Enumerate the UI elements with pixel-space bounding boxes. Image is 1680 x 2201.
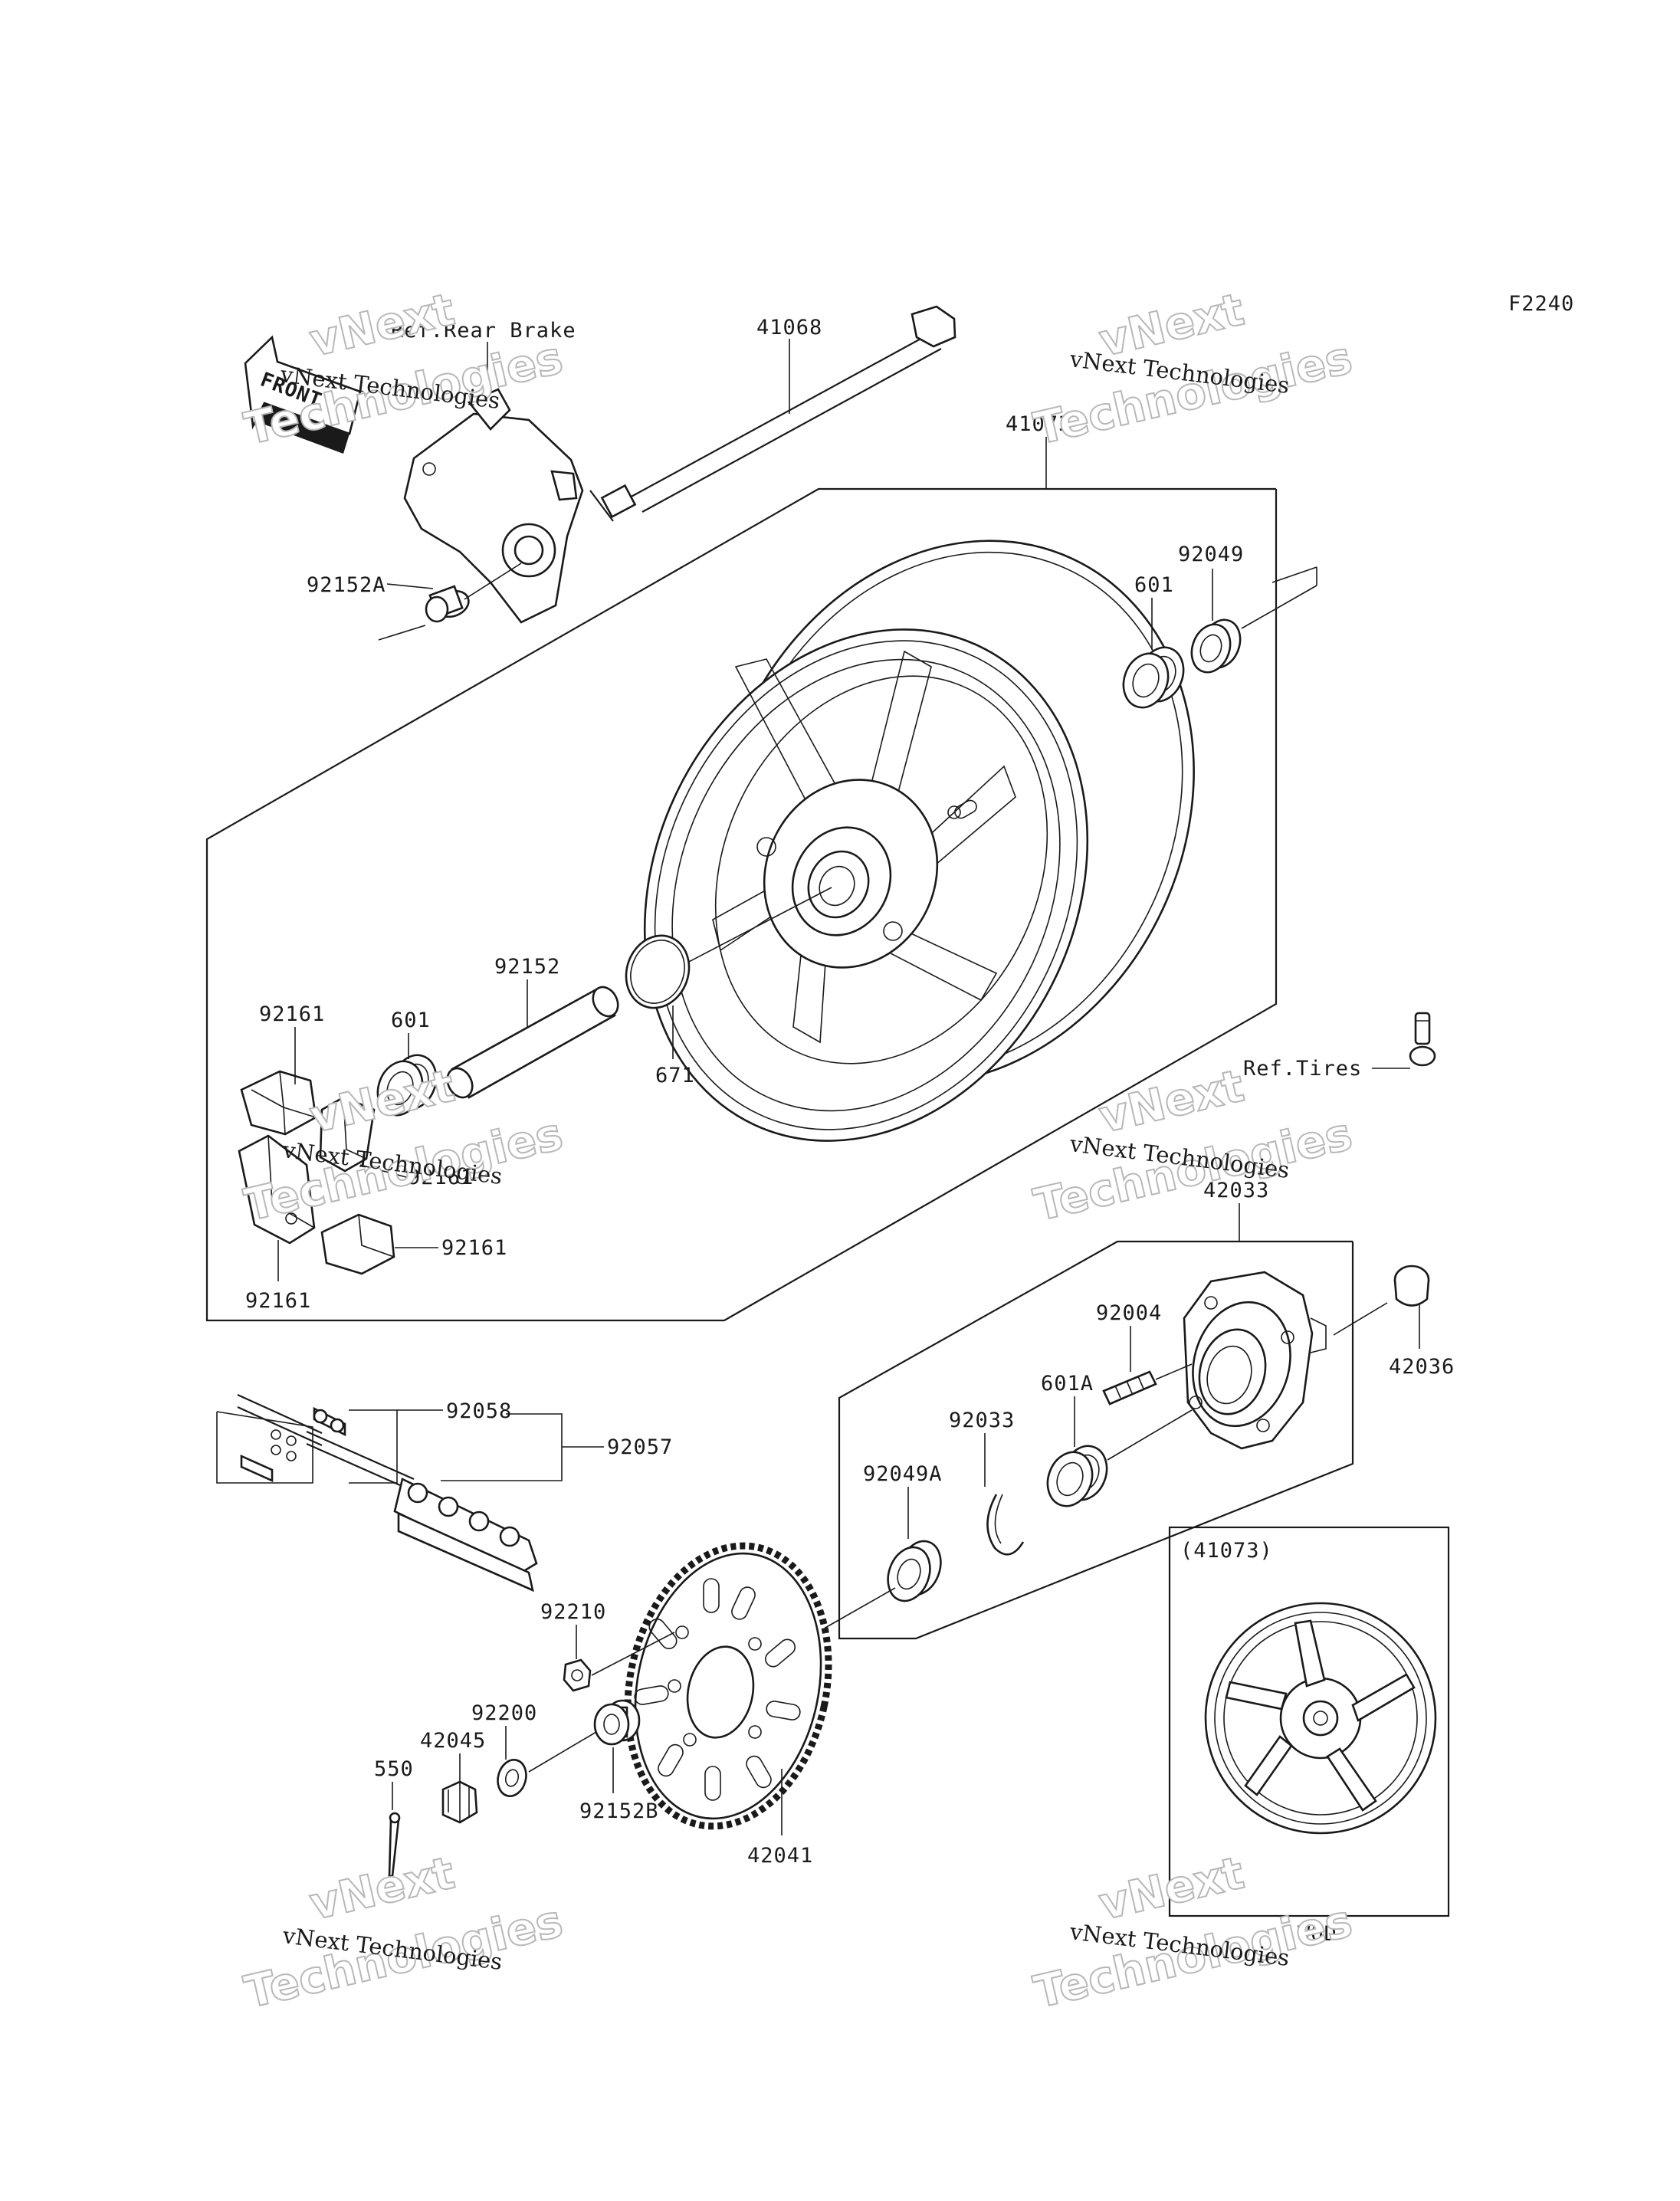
bearing-601-left xyxy=(376,1054,438,1117)
svg-text:vNext: vNext xyxy=(305,283,459,366)
wheel-assembly-outline xyxy=(205,487,1278,1322)
svg-text:vNext: vNext xyxy=(1094,1059,1249,1143)
part-label-92033: 92033 xyxy=(949,1409,1015,1432)
axle-41068 xyxy=(589,305,956,522)
watermark-bottom-right: vNext Technologies vNext Technologies xyxy=(1029,1845,1357,2019)
part-label-92057: 92057 xyxy=(607,1435,673,1459)
coupling-42033 xyxy=(1183,1271,1327,1450)
seal-92049A xyxy=(887,1540,942,1602)
part-label-92161-d: 92161 xyxy=(245,1289,311,1313)
cotter-pin-550 xyxy=(388,1812,401,1878)
collar-92152 xyxy=(446,986,619,1099)
valve-icon xyxy=(1409,1012,1436,1067)
part-label-41068: 41068 xyxy=(756,316,822,339)
master-link-92058 xyxy=(240,1406,346,1483)
castle-nut-42045 xyxy=(441,1780,478,1824)
rear-wheel-41073 xyxy=(643,540,1195,1142)
bearing-601-right xyxy=(1122,646,1185,709)
part-label-92152: 92152 xyxy=(494,955,560,979)
part-label-550: 550 xyxy=(374,1757,414,1781)
nut-92210 xyxy=(563,1658,592,1692)
svg-text:vNext: vNext xyxy=(305,1059,459,1143)
circlip-92033 xyxy=(986,1494,1025,1556)
chain-92057 xyxy=(237,1393,538,1593)
front-arrow-icon: FRONT xyxy=(244,335,362,454)
watermark-top-right: vNext Technologies vNext Technologies xyxy=(1029,282,1357,455)
part-label-92004: 92004 xyxy=(1096,1301,1162,1325)
part-label-92161-b: 92161 xyxy=(408,1166,474,1189)
inset-wheel-icon xyxy=(1204,1602,1437,1835)
damper-92161-c xyxy=(238,1134,316,1245)
ref-rear-brake: Ref.Rear Brake xyxy=(391,319,576,343)
part-label-42045: 42045 xyxy=(420,1729,486,1753)
damper-92161-d xyxy=(320,1213,395,1275)
part-label-92161-a: 92161 xyxy=(259,1002,325,1026)
part-label-92152B: 92152B xyxy=(579,1799,659,1823)
part-label-92058: 92058 xyxy=(446,1399,512,1423)
sprocket-coupling-outline xyxy=(838,1240,1354,1640)
svg-text:vNext: vNext xyxy=(305,1846,459,1930)
part-label-92049A: 92049A xyxy=(863,1462,943,1486)
collar-42036 xyxy=(1393,1265,1430,1307)
part-label-601A: 601A xyxy=(1041,1372,1094,1396)
watermark-mid-right: vNext Technologies vNext Technologies xyxy=(1029,1058,1357,1232)
collar-92152A xyxy=(425,585,470,623)
part-label-601-left: 601 xyxy=(391,1009,431,1032)
part-label-671: 671 xyxy=(655,1064,695,1087)
chain-bracket-outer xyxy=(441,1413,563,1481)
part-label-92152A: 92152A xyxy=(307,573,386,597)
damper-92161-b xyxy=(319,1096,376,1173)
master-link-box xyxy=(216,1411,313,1484)
bearing-601A xyxy=(1046,1445,1108,1507)
part-label-92161-c: 92161 xyxy=(441,1236,507,1260)
sprocket-42041 xyxy=(624,1542,832,1830)
diagram-code: F2240 xyxy=(1508,292,1574,316)
inset-title: (41073) xyxy=(1180,1539,1273,1563)
chain-bracket xyxy=(349,1409,398,1484)
part-label-601-top: 601 xyxy=(1134,573,1174,597)
part-label-42036: 42036 xyxy=(1389,1355,1455,1379)
washer-92200 xyxy=(497,1759,527,1797)
seal-92049 xyxy=(1190,618,1242,674)
stud-92004 xyxy=(1102,1370,1157,1406)
watermark-bottom-left: vNext Technologies vNext Technologies xyxy=(239,1845,568,2019)
part-label-92210: 92210 xyxy=(540,1600,606,1624)
inset-caption: WOD xyxy=(1298,1922,1337,1946)
part-label-92200: 92200 xyxy=(471,1701,537,1725)
damper-92161-a xyxy=(240,1070,317,1136)
o-ring-671 xyxy=(625,934,691,1009)
part-label-41073: 41073 xyxy=(1006,412,1071,436)
caliper-bracket xyxy=(403,388,584,624)
part-label-42041: 42041 xyxy=(747,1844,813,1868)
svg-text:vNext: vNext xyxy=(1094,1846,1249,1930)
collar-92152B xyxy=(593,1699,641,1746)
ref-tires: Ref.Tires xyxy=(1243,1057,1362,1081)
part-label-92049: 92049 xyxy=(1178,543,1244,566)
part-label-42033: 42033 xyxy=(1203,1179,1269,1202)
inset-box xyxy=(1168,1526,1450,1917)
